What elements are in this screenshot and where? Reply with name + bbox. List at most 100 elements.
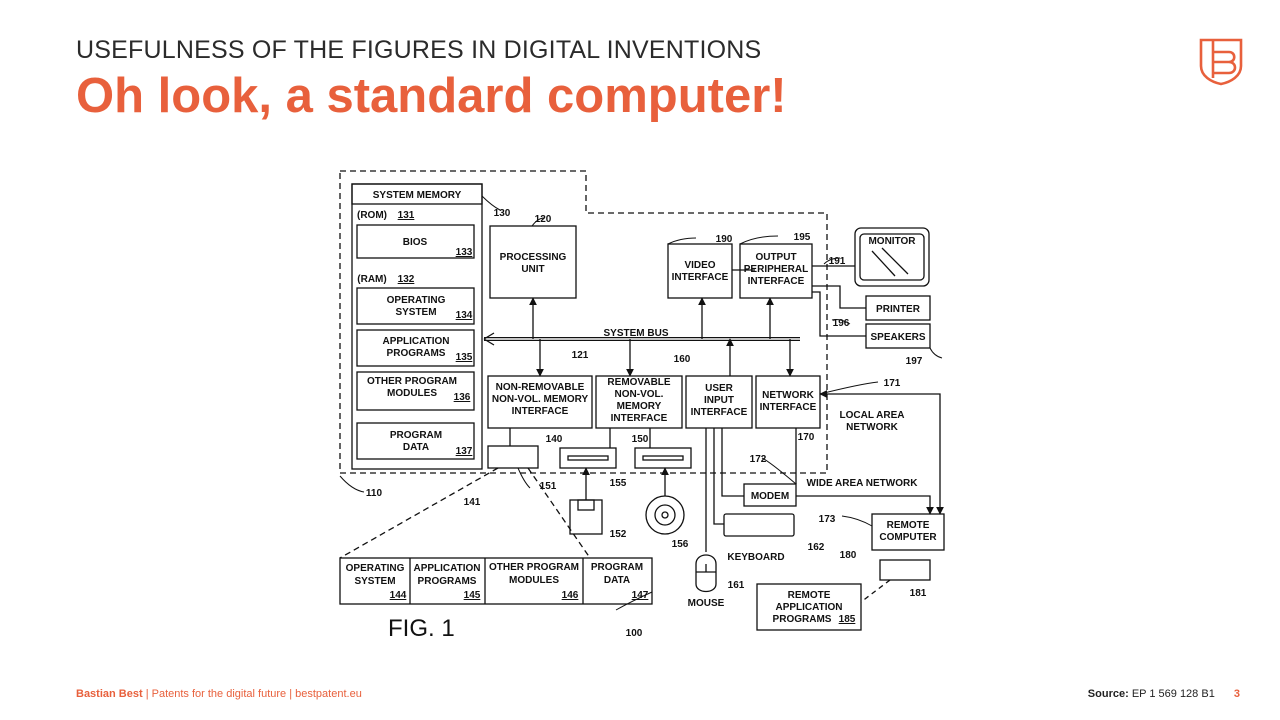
svg-text:136: 136: [454, 392, 471, 403]
svg-text:132: 132: [398, 274, 415, 285]
svg-text:UNIT: UNIT: [521, 264, 544, 275]
user-input-interface-box: [685, 375, 753, 429]
monitor-box: [854, 227, 930, 287]
svg-text:PROGRAMS: PROGRAMS: [773, 614, 832, 625]
svg-text:162: 162: [808, 542, 825, 553]
svg-text:144: 144: [390, 590, 407, 601]
svg-text:121: 121: [572, 350, 589, 361]
remote-disk-icon: [879, 559, 931, 581]
svg-text:SYSTEM: SYSTEM: [395, 307, 436, 318]
svg-text:171: 171: [884, 378, 901, 389]
svg-text:155: 155: [610, 478, 627, 489]
system-memory-label: SYSTEM MEMORY: [373, 190, 462, 201]
svg-text:150: 150: [632, 434, 649, 445]
svg-text:NON-VOL.: NON-VOL.: [615, 389, 664, 400]
svg-text:MODULES: MODULES: [509, 575, 559, 586]
source-value: EP 1 569 128 B1: [1131, 688, 1215, 700]
svg-text:172: 172: [750, 454, 767, 465]
svg-text:USER: USER: [705, 383, 734, 394]
svg-text:PRINTER: PRINTER: [876, 304, 921, 315]
floppy-disk-icon: [569, 499, 603, 535]
removable-interface-box: [595, 375, 683, 429]
svg-text:PROGRAMS: PROGRAMS: [418, 576, 477, 587]
svg-text:VIDEO: VIDEO: [684, 260, 715, 271]
svg-text:SYSTEM: SYSTEM: [354, 576, 395, 587]
svg-text:161: 161: [728, 580, 745, 591]
svg-text:INTERFACE: INTERFACE: [760, 402, 817, 413]
svg-text:NETWORK: NETWORK: [846, 422, 898, 433]
disk-contents-strip: [339, 557, 653, 605]
slide-subtitle: USEFULNESS OF THE FIGURES IN DIGITAL INV…: [76, 36, 762, 64]
page-number: 3: [1233, 688, 1240, 700]
svg-text:SPEAKERS: SPEAKERS: [870, 332, 925, 343]
svg-text:197: 197: [906, 356, 923, 367]
svg-text:PERIPHERAL: PERIPHERAL: [744, 264, 808, 275]
svg-text:MOUSE: MOUSE: [688, 598, 725, 609]
svg-text:141: 141: [464, 497, 481, 508]
svg-text:180: 180: [840, 550, 857, 561]
computer-boundary: [339, 170, 828, 474]
svg-text:PROCESSING: PROCESSING: [500, 252, 567, 263]
svg-text:INPUT: INPUT: [704, 395, 734, 406]
keyboard-icon: [723, 513, 795, 537]
mouse-icon: [695, 554, 717, 593]
svg-text:134: 134: [456, 310, 473, 321]
svg-text:110: 110: [366, 488, 383, 499]
svg-text:INTERFACE: INTERFACE: [611, 413, 668, 424]
svg-text:170: 170: [798, 432, 815, 443]
patent-figure: SYSTEM MEMORY (ROM) 131 BIOS 133 (RAM) 1…: [339, 170, 945, 642]
svg-text:INTERFACE: INTERFACE: [691, 407, 748, 418]
modem-box: [743, 483, 797, 507]
svg-text:DATA: DATA: [604, 575, 630, 586]
svg-text:133: 133: [456, 247, 473, 258]
optical-disk-icon: [645, 495, 685, 535]
svg-text:PROGRAMS: PROGRAMS: [387, 348, 446, 359]
footer-tagline: Patents for the digital future: [151, 688, 287, 700]
footer-website-link[interactable]: bestpatent.eu: [295, 688, 362, 700]
svg-text:160: 160: [674, 354, 691, 365]
svg-text:OTHER PROGRAM: OTHER PROGRAM: [489, 562, 579, 573]
svg-text:191: 191: [829, 256, 846, 267]
svg-text:INTERFACE: INTERFACE: [672, 272, 729, 283]
source-label: Source:: [1087, 688, 1129, 700]
figure-label: FIG. 1: [388, 615, 455, 642]
svg-text:137: 137: [456, 446, 473, 457]
footer-name: Bastian Best: [76, 688, 143, 700]
svg-text:PROGRAM: PROGRAM: [591, 562, 643, 573]
svg-text:LOCAL AREA: LOCAL AREA: [840, 410, 905, 421]
svg-text:173: 173: [819, 514, 836, 525]
svg-text:NON-VOL. MEMORY: NON-VOL. MEMORY: [492, 394, 589, 405]
svg-text:MEMORY: MEMORY: [617, 401, 662, 412]
svg-text:120: 120: [535, 214, 552, 225]
svg-text:196: 196: [833, 318, 850, 329]
svg-text:REMOTE: REMOTE: [788, 590, 831, 601]
svg-text:OPERATING: OPERATING: [387, 295, 446, 306]
svg-text:NON-REMOVABLE: NON-REMOVABLE: [496, 382, 585, 393]
svg-text:MONITOR: MONITOR: [868, 236, 916, 247]
svg-text:OUTPUT: OUTPUT: [755, 252, 796, 263]
svg-text:WIDE AREA NETWORK: WIDE AREA NETWORK: [807, 478, 919, 489]
svg-text:MODEM: MODEM: [751, 491, 789, 502]
video-interface-box: [667, 243, 733, 299]
footer-branding: Bastian Best | Patents for the digital f…: [76, 688, 362, 700]
footer-source: Source: EP 1 569 128 B1 3: [1088, 688, 1240, 700]
remote-app-programs-box: [756, 583, 862, 631]
hard-disk-icon: [487, 445, 539, 469]
svg-text:190: 190: [716, 234, 733, 245]
svg-text:146: 146: [562, 590, 579, 601]
svg-text:147: 147: [632, 590, 649, 601]
svg-text:NETWORK: NETWORK: [762, 390, 814, 401]
svg-text:135: 135: [456, 352, 473, 363]
svg-text:PROGRAM: PROGRAM: [390, 430, 442, 441]
svg-text:131: 131: [398, 210, 415, 221]
svg-text:APPLICATION: APPLICATION: [382, 336, 449, 347]
svg-text:APPLICATION: APPLICATION: [413, 563, 480, 574]
bios-label: BIOS: [403, 237, 428, 248]
svg-text:MODULES: MODULES: [387, 388, 437, 399]
svg-text:156: 156: [672, 539, 689, 550]
svg-text:REMOVABLE: REMOVABLE: [607, 377, 670, 388]
shield-logo-icon: [1199, 38, 1243, 86]
svg-text:DATA: DATA: [403, 442, 429, 453]
svg-text:KEYBOARD: KEYBOARD: [727, 552, 784, 563]
svg-text:152: 152: [610, 529, 627, 540]
